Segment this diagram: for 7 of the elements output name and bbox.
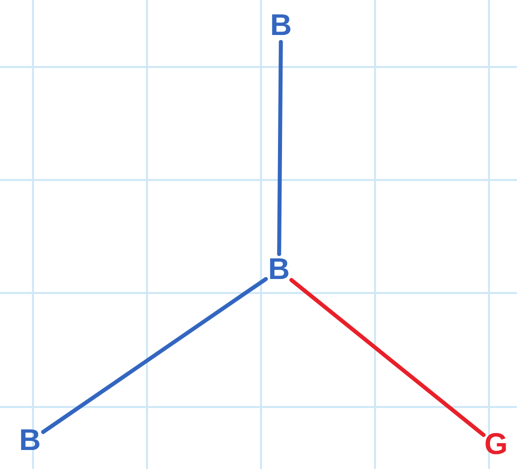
- connector-line: [289, 278, 486, 437]
- node-letter: B: [270, 11, 292, 41]
- node-letter: B: [19, 426, 41, 456]
- node-letter: B: [268, 255, 290, 285]
- node-letter: G: [484, 430, 508, 460]
- connector-line: [277, 40, 283, 256]
- connector-line: [41, 277, 268, 434]
